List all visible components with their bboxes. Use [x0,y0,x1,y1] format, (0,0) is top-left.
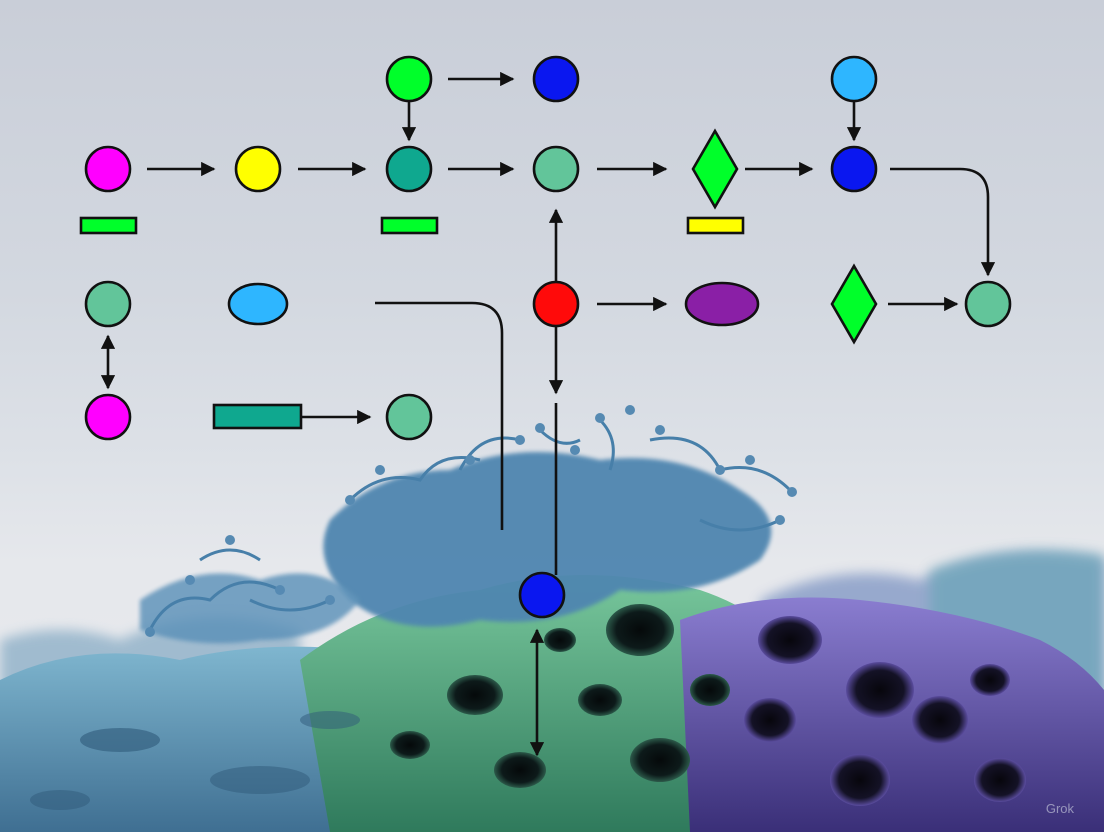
node-diamond [830,263,878,345]
node-circle [385,145,433,193]
node-circle [84,280,132,328]
nodes [79,55,1012,619]
edge-arrow [890,167,996,277]
node-circle [830,145,878,193]
node-circle [84,145,132,193]
node-circle [518,571,566,619]
node-circle [532,145,580,193]
node-ellipse [684,281,760,327]
modifier-bar [380,216,439,235]
edges [100,71,996,757]
node-circle [532,280,580,328]
node-circle [532,55,580,103]
node-rect [212,403,303,430]
node-ellipse [227,282,289,326]
node-circle [385,393,433,441]
node-circle [84,393,132,441]
modifier-bar [79,216,138,235]
edge-line [375,301,504,530]
watermark: Grok [1045,801,1074,816]
node-circle [830,55,878,103]
node-diamond [691,128,739,210]
node-circle [234,145,282,193]
modifier-bar [686,216,745,235]
node-circle [385,55,433,103]
protein-cluster [140,405,797,644]
node-circle [964,280,1012,328]
